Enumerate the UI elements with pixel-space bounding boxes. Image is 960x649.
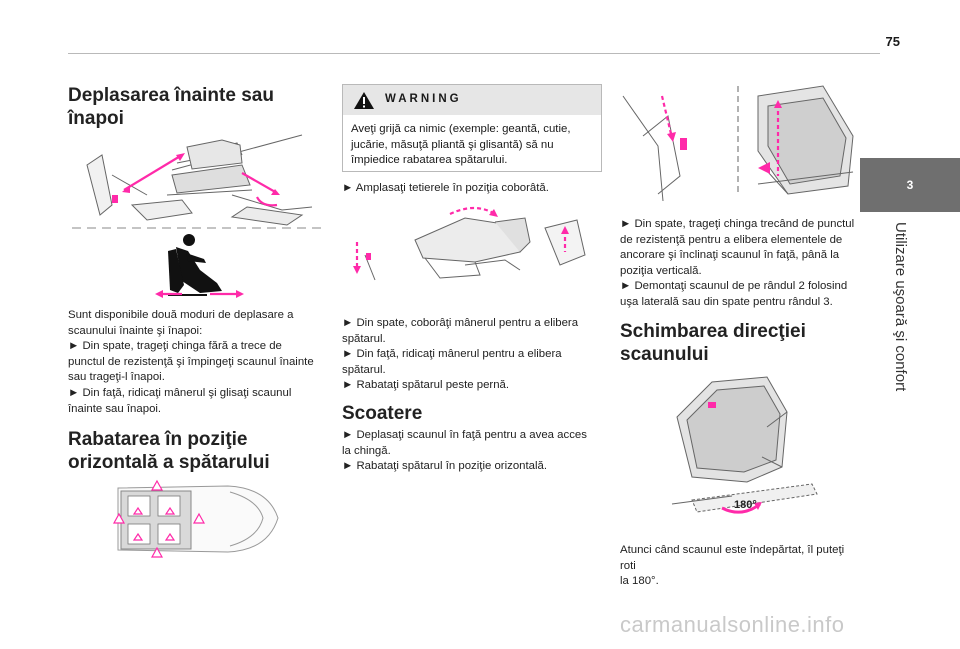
text-line: uşa laterală sau din spate pentru rândul… bbox=[620, 295, 833, 308]
warning-icon bbox=[354, 92, 374, 109]
text-line: ► Din faţă, ridicaţi mânerul pentru a el… bbox=[342, 348, 562, 361]
heading-line: Scoatere bbox=[342, 403, 423, 424]
heading-line: Schimbarea direcţiei bbox=[620, 321, 806, 342]
steps-remove: ► Deplasaţi scaunul în faţă pentru a ave… bbox=[342, 428, 604, 475]
text-line: ► Din spate, trageţi chinga fără a trece… bbox=[68, 340, 282, 353]
heading-line: Rabatarea în poziţie bbox=[68, 429, 248, 450]
warning-title: WARNING bbox=[385, 93, 462, 105]
text-line: sau trageţi-l înapoi. bbox=[68, 371, 165, 384]
watermark: carmanualsonline.info bbox=[620, 612, 845, 637]
text-line: la 180°. bbox=[620, 575, 659, 588]
heading-move-seat: Deplasarea înainte sau înapoi bbox=[68, 84, 338, 130]
steps-tilt: ► Din spate, trageţi chinga trecând de p… bbox=[620, 217, 860, 311]
paragraph-move-modes: Sunt disponibile două moduri de deplasar… bbox=[68, 308, 338, 417]
header-rule bbox=[68, 53, 880, 54]
text-line: poziţia verticală. bbox=[620, 264, 702, 277]
fold-backrest-illustration bbox=[353, 206, 586, 281]
car-top-view-illustration bbox=[112, 479, 279, 558]
caption-rotate: Atunci când scaunul este îndepărtat, îl … bbox=[620, 543, 860, 590]
warning-text: Aveţi grijă ca nimic (exemple: geantă, c… bbox=[343, 115, 601, 176]
warning-box: WARNING Aveţi grijă ca nimic (exemple: g… bbox=[342, 84, 602, 172]
slide-seat-illustration bbox=[72, 134, 327, 298]
text-line: înainte sau înapoi. bbox=[68, 402, 162, 415]
chapter-tab[interactable]: 3 bbox=[860, 158, 960, 212]
heading-remove: Scoatere bbox=[342, 402, 604, 425]
text-line: Sunt disponibile două moduri de deplasar… bbox=[68, 309, 294, 321]
heading-line: orizontală a spătarului bbox=[68, 452, 270, 473]
rotation-label: 180° bbox=[734, 499, 757, 511]
chapter-title: Utilizare uşoară şi confort bbox=[892, 222, 913, 442]
text-line: ► Din faţă, ridicaţi mânerul şi glisaţi … bbox=[68, 386, 292, 399]
text-line: Aveţi grijă ca nimic (exemple: geantă, c… bbox=[351, 123, 571, 135]
tilt-seat-illustration bbox=[622, 85, 854, 202]
text-line: jucărie, măsuţă pliantă şi glisantă) să … bbox=[351, 138, 554, 151]
steps-fold: ► Din spate, coborâţi mânerul pentru a e… bbox=[342, 316, 604, 394]
text-line: scaunului înainte şi înapoi: bbox=[68, 324, 203, 337]
text-line: ancorare şi înclinaţi scaunul în faţă, p… bbox=[620, 249, 840, 262]
heading-change-direction: Schimbarea direcţiei scaunului bbox=[620, 320, 860, 366]
heading-line: scaunului bbox=[620, 344, 709, 365]
warning-header: WARNING bbox=[343, 85, 601, 115]
heading-line: înapoi bbox=[68, 108, 124, 129]
text-line: împiedice rabatarea spătarului. bbox=[351, 154, 508, 167]
chapter-title-text: Utilizare uşoară şi confort bbox=[892, 222, 909, 392]
page-number: 75 bbox=[885, 34, 900, 49]
text-line: Atunci când scaunul este îndepărtat, îl … bbox=[620, 544, 845, 572]
text-line: de rezistenţă pentru a elibera elementel… bbox=[620, 233, 843, 246]
text-line: spătarul. bbox=[342, 363, 386, 376]
step-headrests: ► Amplasaţi tetierele în poziţia coborât… bbox=[342, 182, 549, 194]
text-line: ► Rabataţi spătarul în poziţie orizontal… bbox=[342, 460, 548, 473]
text-line: ► Deplasaţi scaunul în faţă pentru a ave… bbox=[342, 429, 587, 441]
text-line: spătarul. bbox=[342, 332, 386, 345]
text-line: la chingă. bbox=[342, 444, 391, 457]
text-line: punctul de rezistenţă şi împingeţi scaun… bbox=[68, 355, 314, 368]
heading-line: Deplasarea înainte sau bbox=[68, 85, 274, 106]
text-line: ► Din spate, coborâţi mânerul pentru a e… bbox=[342, 317, 579, 329]
text-line: ► Din spate, trageţi chinga trecând de p… bbox=[620, 218, 855, 230]
text-line: ► Demontaţi scaunul de pe rândul 2 folos… bbox=[620, 280, 848, 293]
heading-fold-backrest: Rabatarea în poziţie orizontală a spătar… bbox=[68, 428, 338, 474]
text-line: ► Rabataţi spătarul peste pernă. bbox=[342, 379, 510, 392]
rotate-seat-illustration: 180° bbox=[671, 376, 818, 514]
